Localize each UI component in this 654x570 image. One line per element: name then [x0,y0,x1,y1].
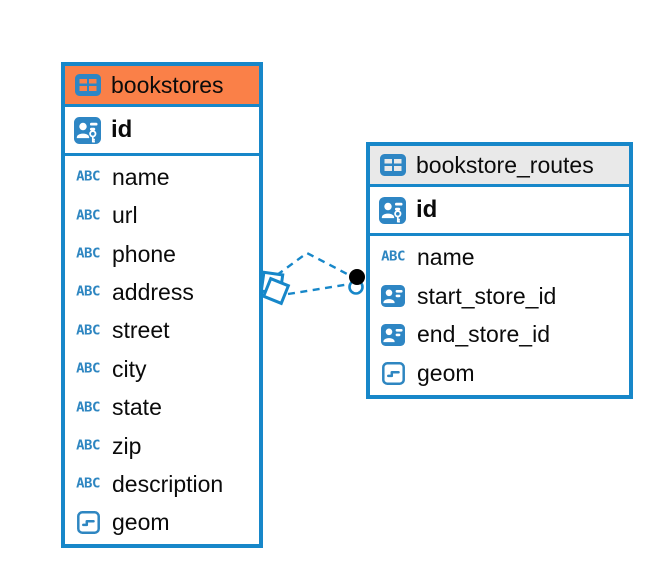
column-name: geom [112,509,170,536]
column-row[interactable]: ABC zip [65,427,259,465]
column-row[interactable]: ABC state [65,388,259,426]
column-name: address [112,278,194,305]
text-type-icon: ABC [76,323,100,339]
geometry-type-icon [73,511,103,535]
geometry-type-icon [378,362,408,386]
table-name: bookstores [111,71,224,98]
table-name: bookstore_routes [416,151,594,178]
table-icon [73,74,103,96]
dot-end-marker-filled[interactable] [349,269,365,285]
relationship-line-start-store[interactable] [276,251,352,278]
column-name: state [112,394,162,421]
column-row[interactable]: ABC city [65,350,259,388]
column-name: name [112,163,170,190]
column-row[interactable]: ABC name [370,238,629,277]
column-row[interactable]: ABC street [65,312,259,350]
column-list: ABC name ABC url ABC phone ABC address A… [65,156,259,544]
relationship-connector [259,251,365,306]
column-name: street [112,317,170,344]
table-bookstores[interactable]: bookstores id ABC name [61,62,263,548]
column-name: city [112,355,147,382]
text-type-icon: ABC [76,169,100,185]
text-type-icon: ABC [76,285,100,300]
column-name: name [417,243,475,270]
column-row[interactable]: geom [370,354,629,393]
column-row-pk[interactable]: id [65,107,259,156]
relationship-line-end-store[interactable] [287,282,351,296]
table-header-bookstores[interactable]: bookstores [65,66,259,107]
column-name: end_store_id [417,321,550,348]
reference-type-icon [378,323,408,346]
text-type-icon: ABC [76,477,100,492]
column-name: id [111,116,133,143]
column-list: ABC name start_store_id [370,236,629,395]
primary-key-icon [377,196,407,224]
text-type-icon: ABC [76,361,100,377]
column-row[interactable]: ABC url [65,196,259,234]
column-name: description [112,470,224,497]
column-row[interactable]: ABC address [65,273,259,311]
diamond-end-marker[interactable] [261,276,291,306]
table-header-bookstore-routes[interactable]: bookstore_routes [370,146,629,187]
column-row[interactable]: geom [65,504,259,542]
text-type-icon: ABC [76,438,100,454]
column-row[interactable]: ABC description [65,465,259,503]
column-row[interactable]: ABC phone [65,235,259,273]
text-type-icon: ABC [76,400,100,416]
text-type-icon: ABC [381,250,405,265]
table-icon [378,154,408,176]
text-type-icon: ABC [76,246,100,262]
column-name: geom [417,360,475,387]
column-row[interactable]: ABC name [65,158,259,196]
column-name: zip [112,432,142,459]
column-name: phone [112,240,176,267]
column-name: start_store_id [417,282,557,309]
column-name: url [112,202,138,229]
table-bookstore-routes[interactable]: bookstore_routes id ABC name [366,142,633,399]
primary-key-icon [72,116,102,144]
column-row[interactable]: start_store_id [370,277,629,316]
text-type-icon: ABC [76,208,100,223]
column-row-pk[interactable]: id [370,187,629,236]
column-row[interactable]: end_store_id [370,316,629,355]
column-name: id [416,196,438,223]
reference-type-icon [378,285,408,308]
